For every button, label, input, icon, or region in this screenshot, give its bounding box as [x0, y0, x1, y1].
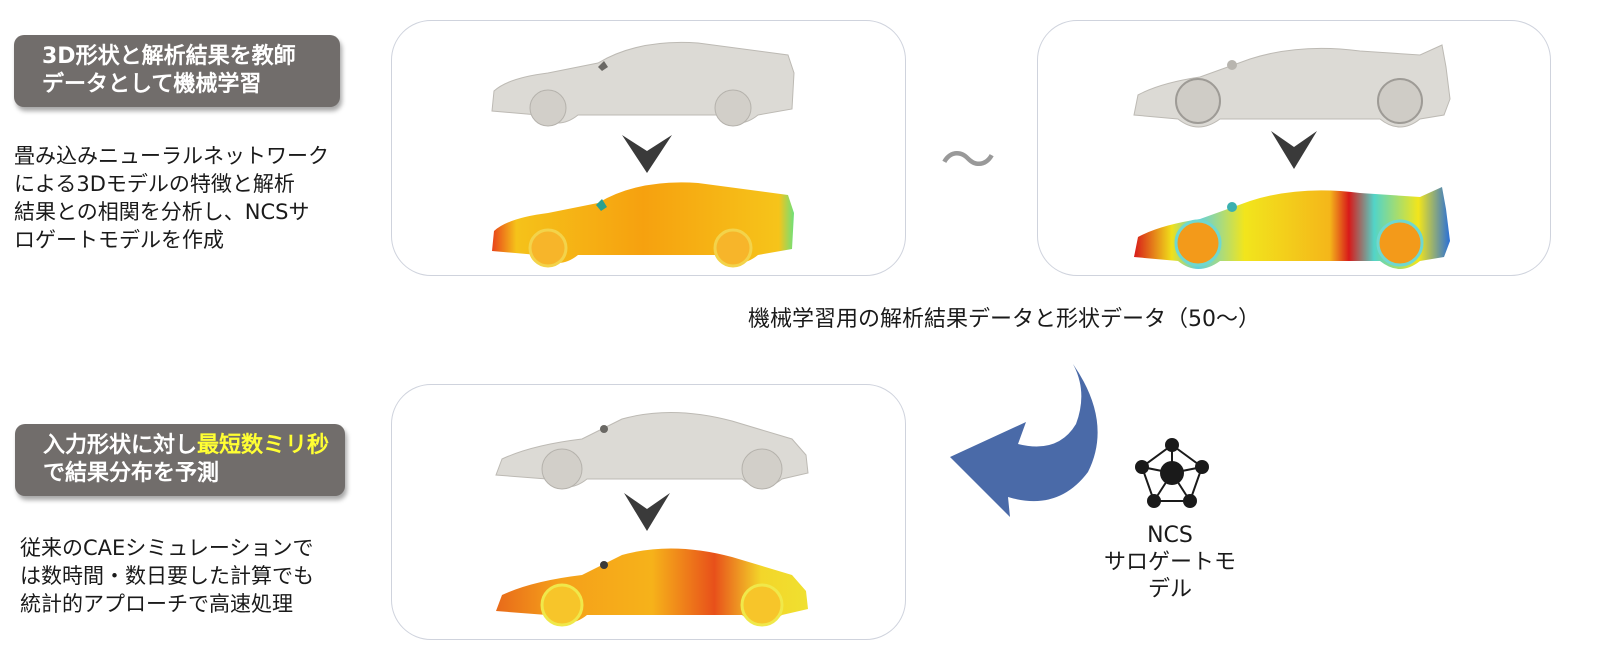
step2-title-prefix: 入力形状に対し: [43, 433, 198, 458]
predicted-pressure-result-image: [496, 548, 808, 627]
chevron-down-icon: [1271, 131, 1317, 169]
training-data-caption: 機械学習用の解析結果データと形状データ（50〜）: [748, 307, 1260, 332]
chevron-down-icon: [622, 135, 672, 173]
range-separator: 〜: [940, 129, 996, 194]
step1-title-line1: 3D形状と解析結果を教師: [42, 44, 296, 69]
sedan-pressure-result-image: [492, 182, 794, 268]
sedan-shape-image: [491, 41, 795, 127]
step1-description: 畳み込みニューラルネットワーク による3Dモデルの特徴と解析 結果との相関を分析…: [14, 144, 329, 252]
step1-title-line2: データとして機械学習: [42, 72, 262, 97]
curved-arrow-icon: [950, 364, 1098, 517]
training-sample-panel-sedan: [391, 20, 906, 276]
input-shape-image: [495, 411, 809, 490]
training-sample-panel-sports: [1037, 20, 1551, 276]
step2-title-line2: で結果分布を予測: [43, 461, 220, 486]
step1-label-box: 3D形状と解析結果を教師 データとして機械学習: [14, 35, 340, 107]
sports-car-pressure-result-image: [1134, 187, 1450, 269]
chevron-down-icon: [624, 493, 670, 531]
neural-network-icon: [1135, 438, 1209, 508]
ncs-label-line3: デル: [1147, 577, 1192, 602]
step2-title-line1: 入力形状に対し最短数ミリ秒: [43, 432, 331, 460]
sports-car-shape-image: [1133, 44, 1451, 128]
step2-label-box: 入力形状に対し最短数ミリ秒 で結果分布を予測: [15, 424, 345, 496]
step2-description: 従来のCAEシミュレーションで は数時間・数日要した計算でも 統計的アプローチで…: [20, 536, 314, 616]
ncs-label-line2: サロゲートモ: [1103, 550, 1236, 575]
ncs-model-label: NCS サロゲートモ デル: [1100, 522, 1240, 603]
step2-title-highlight: 最短数ミリ秒: [197, 433, 330, 458]
prediction-panel: [391, 384, 906, 640]
ncs-label-line1: NCS: [1147, 523, 1193, 548]
